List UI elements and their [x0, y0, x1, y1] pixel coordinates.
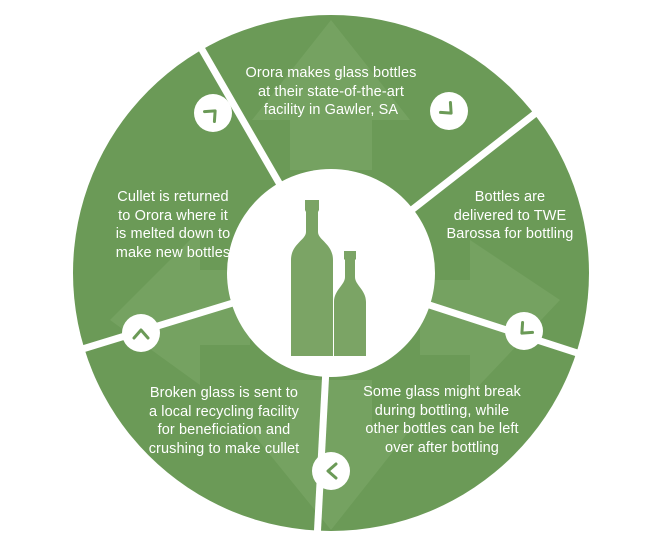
chevron-icon	[203, 109, 217, 123]
step-line: Cullet is returned	[117, 189, 229, 205]
step-make-bottles-text: Orora makes glass bottles at their state…	[211, 64, 451, 120]
step-line: is melted down to	[115, 226, 231, 242]
step-line: to Orora where it	[118, 207, 228, 224]
chevron-icon	[439, 101, 453, 115]
step-breakage-text: Some glass might break during bottling, …	[332, 383, 552, 457]
step-line: Some glass might break	[363, 384, 521, 400]
chevron-icon	[520, 321, 534, 335]
segment-divider	[196, 44, 284, 187]
step-line: delivered to TWE	[453, 207, 567, 224]
step-line: Bottles are	[474, 189, 546, 205]
step-line: Orora makes glass bottles	[245, 65, 417, 81]
segment-divider	[409, 108, 540, 213]
cycle-arrow-badge	[122, 314, 160, 352]
step-line: make new bottles	[115, 244, 231, 261]
arrow-badge-circle	[505, 312, 543, 350]
wine-bottle-icon	[291, 200, 333, 356]
step-line: other bottles can be left	[365, 421, 519, 437]
cycle-arrow-badge	[505, 312, 543, 350]
step-line: crushing to make cullet	[148, 440, 300, 457]
step-line: facility in Gawler, SA	[263, 102, 399, 118]
step-line: Barossa for bottling	[446, 226, 574, 242]
cycle-arrow-badge	[194, 94, 232, 132]
beer-bottle-icon	[334, 251, 366, 356]
step-line: Broken glass is sent to	[149, 385, 299, 401]
arrow-badge-circle	[312, 452, 350, 490]
step-line: over after bottling	[385, 439, 499, 456]
arrow-badge-circle	[194, 94, 232, 132]
arrow-badge-circle	[430, 92, 468, 130]
wine-and-beer-bottles-icon	[291, 200, 366, 356]
segment-divider	[426, 301, 582, 358]
step-line: at their state-of-the-art	[258, 83, 404, 100]
arrow-badge-circle	[122, 314, 160, 352]
step-line: a local recycling facility	[148, 403, 300, 420]
cycle-arrow-badge	[430, 92, 468, 130]
step-cullet-return-text: Cullet is returned to Orora where it is …	[73, 188, 273, 262]
cycle-arrows	[122, 92, 543, 490]
chevron-icon	[326, 462, 338, 480]
step-line: during bottling, while	[374, 402, 510, 419]
chevron-icon	[132, 328, 150, 340]
step-delivery-text: Bottles are delivered to TWE Barossa for…	[410, 188, 610, 244]
step-recycling-text: Broken glass is sent to a local recyclin…	[124, 384, 324, 458]
cycle-arrow-badge	[312, 452, 350, 490]
step-line: for beneficiation and	[157, 422, 291, 438]
